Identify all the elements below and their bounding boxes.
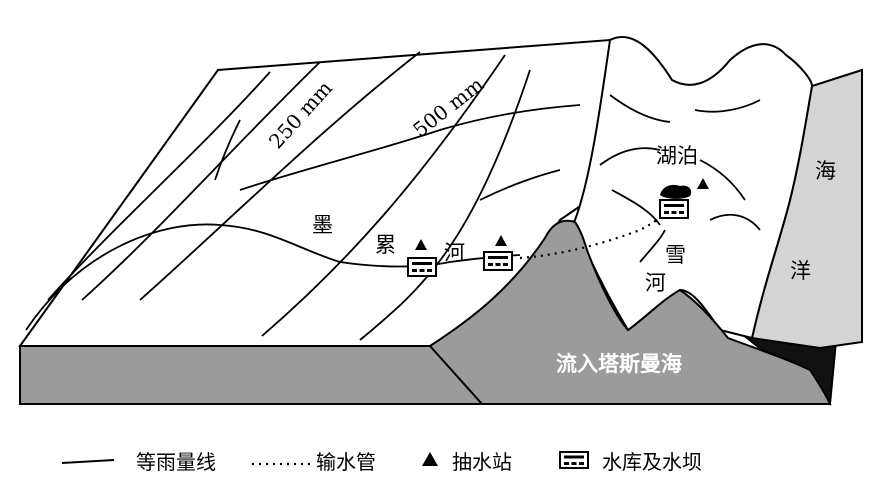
mountain-line-6 — [699, 159, 746, 201]
lake-label: 湖泊 — [656, 144, 698, 168]
mountain-line-7 — [639, 229, 666, 263]
isohyet-line-250 — [139, 51, 421, 301]
isohyet-line-1 — [47, 71, 271, 301]
reservoir-dam-icon — [659, 199, 689, 219]
river-ridge-2 — [239, 104, 581, 191]
pump-station-icon — [697, 178, 709, 189]
mountain-line-4 — [694, 99, 761, 113]
isohyet-line-3 — [359, 69, 531, 341]
legend-pump-label: 抽水站 — [452, 450, 512, 474]
murray-river-label: 墨 — [312, 213, 333, 237]
pump-station-icon — [415, 239, 427, 250]
legend-isohyet-label: 等雨量线 — [136, 450, 216, 474]
mountain-line-1 — [609, 94, 671, 123]
isohyet-line-500 — [261, 54, 506, 337]
legend-pipe-label: 输水管 — [316, 450, 376, 474]
legend: 等雨量线 输水管 抽水站 水库及水坝 — [61, 450, 702, 474]
murray-river-label: 河 — [444, 241, 465, 265]
mountain-line-3 — [611, 189, 661, 226]
murray-river-label: 累 — [375, 233, 396, 257]
legend-reservoir-icon — [559, 451, 589, 469]
river-ridge-4 — [479, 169, 561, 201]
legend-reservoir-label: 水库及水坝 — [602, 450, 702, 474]
ocean-label: 洋 — [790, 259, 811, 283]
snowy-river-label: 河 — [645, 271, 666, 295]
river-ridge-3 — [214, 119, 241, 181]
reservoir-dam-icon — [407, 257, 437, 277]
foreground-hills — [428, 219, 832, 405]
mountain-line-2 — [599, 147, 661, 166]
reservoir-dam-icon — [483, 251, 513, 271]
snowy-river-label: 雪 — [665, 243, 686, 267]
mountain-line-5 — [709, 213, 761, 231]
legend-pump-icon — [422, 452, 438, 466]
legend-isohyet-swatch — [61, 459, 115, 464]
isohyet-line-2 — [81, 61, 321, 301]
ocean-label: 海 — [815, 159, 836, 183]
pump-station-icon — [495, 235, 507, 246]
water-pipe — [519, 207, 673, 260]
lake-icon — [660, 184, 692, 199]
river-ridge-1 — [25, 223, 521, 331]
tasman-sea-label: 流入塔斯曼海 — [556, 352, 682, 376]
